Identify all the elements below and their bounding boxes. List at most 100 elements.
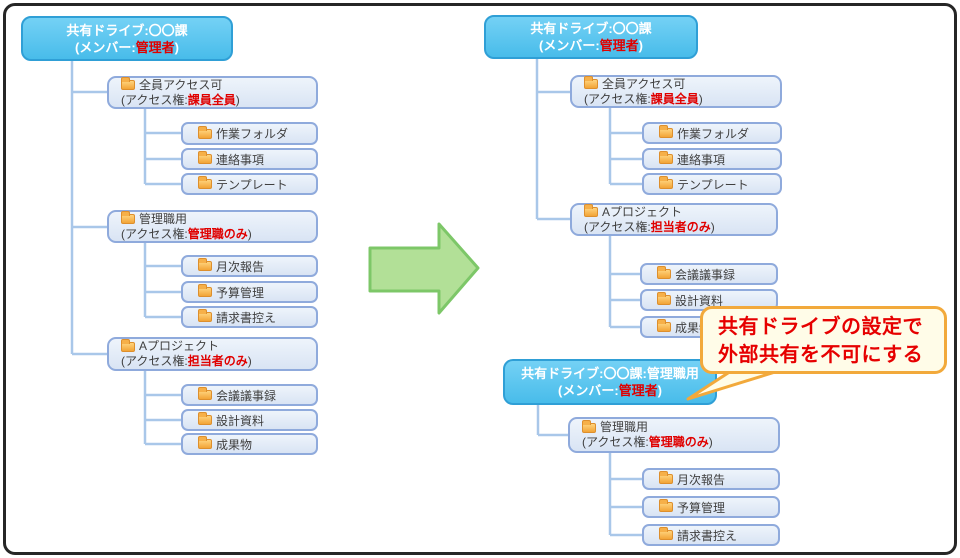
- folder-icon: [121, 211, 135, 224]
- folder-label: 設計資料: [675, 293, 724, 308]
- folder-icon: [121, 77, 135, 90]
- transform-arrow: [368, 222, 480, 315]
- folder-label: 作業フォルダ: [216, 127, 289, 141]
- access-value: 担当者のみ: [650, 219, 711, 234]
- folder-icon: [198, 176, 212, 189]
- access-value: 管理職のみ: [648, 435, 709, 449]
- folder-icon: [659, 176, 673, 189]
- access-value: 担当者のみ: [187, 354, 248, 368]
- folder-node: 会議議事録: [181, 384, 318, 406]
- folder-label: 請求書控え: [216, 310, 277, 325]
- group-label: Aプロジェクト: [602, 204, 683, 219]
- folder-label: 会議議事録: [216, 388, 277, 403]
- group-node-all-access-right: 全員アクセス可 (アクセス権:課員全員): [570, 75, 782, 108]
- access-suffix: ): [235, 92, 240, 107]
- folder-node: 連絡事項: [642, 148, 782, 170]
- member-value: 管理者: [599, 38, 639, 53]
- group-node-all-access-left: 全員アクセス可 (アクセス権:課員全員): [107, 76, 318, 109]
- folder-icon: [584, 76, 598, 89]
- folder-label: 連絡事項: [216, 152, 265, 167]
- folder-icon: [198, 258, 212, 271]
- folder-label: 予算管理: [216, 285, 265, 300]
- root-title: 共有ドライブ:〇〇課: [66, 22, 188, 38]
- folder-label: 月次報告: [677, 472, 726, 487]
- folder-node: 作業フォルダ: [181, 122, 318, 145]
- folder-icon: [198, 412, 212, 425]
- group-label: 管理職用: [600, 420, 649, 434]
- member-prefix: (メンバー:: [538, 38, 600, 53]
- folder-node: テンプレート: [181, 173, 318, 195]
- folder-icon: [659, 527, 673, 540]
- folder-icon: [659, 471, 673, 484]
- callout-bubble: 共有ドライブの設定で 外部共有を不可にする: [700, 306, 947, 374]
- member-value: 管理者: [135, 39, 175, 55]
- folder-node: 請求書控え: [181, 306, 318, 328]
- folder-icon: [584, 204, 598, 217]
- access-prefix: (アクセス権:: [121, 354, 188, 368]
- root-member-line: (メンバー:管理者): [75, 39, 179, 56]
- folder-node: 予算管理: [642, 496, 780, 518]
- folder-icon: [582, 419, 596, 433]
- root-member-line: (メンバー:管理者): [539, 37, 643, 54]
- root-member-line: (メンバー:管理者): [558, 382, 662, 399]
- folder-node: 作業フォルダ: [642, 122, 782, 144]
- group-node-project-a-right: Aプロジェクト (アクセス権:担当者のみ): [570, 203, 778, 236]
- folder-node: 連絡事項: [181, 148, 318, 170]
- member-suffix: ): [174, 39, 180, 55]
- folder-icon: [659, 151, 673, 164]
- group-label: 全員アクセス可: [139, 77, 223, 92]
- member-value: 管理者: [618, 383, 658, 398]
- member-suffix: ): [657, 383, 663, 398]
- folder-icon: [121, 338, 135, 352]
- folder-label: 請求書控え: [677, 528, 738, 543]
- group-label: Aプロジェクト: [139, 339, 220, 353]
- member-suffix: ): [638, 38, 644, 53]
- folder-icon: [198, 125, 212, 139]
- root-title: 共有ドライブ:〇〇課:管理職用: [521, 366, 699, 381]
- folder-node: 会議議事録: [640, 263, 778, 285]
- folder-node: 設計資料: [181, 409, 318, 431]
- shared-drive-root-managers: 共有ドライブ:〇〇課:管理職用 (メンバー:管理者): [503, 359, 717, 405]
- access-value: 課員全員: [650, 91, 699, 106]
- folder-icon: [659, 125, 673, 138]
- member-prefix: (メンバー:: [74, 39, 136, 55]
- folder-icon: [198, 387, 212, 400]
- group-node-project-a-left: Aプロジェクト (アクセス権:担当者のみ): [107, 337, 318, 371]
- folder-icon: [657, 292, 671, 305]
- access-suffix: ): [710, 219, 715, 234]
- access-suffix: ): [698, 91, 703, 106]
- access-value: 課員全員: [187, 92, 236, 107]
- access-prefix: (アクセス権:: [584, 219, 651, 234]
- folder-node: 予算管理: [181, 281, 318, 303]
- access-suffix: ): [247, 354, 252, 368]
- group-node-managers-left: 管理職用 (アクセス権:管理職のみ): [107, 210, 318, 243]
- folder-label: テンプレート: [216, 177, 288, 192]
- access-prefix: (アクセス権:: [121, 92, 188, 107]
- folder-node: 設計資料: [640, 289, 778, 311]
- folder-label: テンプレート: [677, 177, 749, 192]
- folder-node: 月次報告: [642, 468, 780, 490]
- folder-label: 月次報告: [216, 259, 265, 274]
- access-prefix: (アクセス権:: [582, 435, 649, 449]
- member-prefix: (メンバー:: [557, 383, 619, 398]
- folder-icon: [657, 266, 671, 279]
- folder-node: 成果物: [181, 433, 318, 455]
- group-label: 管理職用: [139, 211, 188, 226]
- folder-label: 成果物: [216, 437, 253, 452]
- folder-node: テンプレート: [642, 173, 782, 195]
- access-value: 管理職のみ: [187, 226, 248, 241]
- group-label: 全員アクセス可: [602, 76, 686, 91]
- group-node-managers-right: 管理職用 (アクセス権:管理職のみ): [568, 417, 780, 453]
- folder-icon: [198, 151, 212, 164]
- folder-icon: [198, 309, 212, 322]
- folder-icon: [657, 319, 671, 332]
- root-title: 共有ドライブ:〇〇課: [530, 21, 652, 36]
- folder-label: 会議議事録: [675, 267, 736, 282]
- access-prefix: (アクセス権:: [121, 226, 188, 241]
- shared-drive-root-left: 共有ドライブ:〇〇課 (メンバー:管理者): [21, 16, 233, 61]
- folder-label: 予算管理: [677, 500, 726, 515]
